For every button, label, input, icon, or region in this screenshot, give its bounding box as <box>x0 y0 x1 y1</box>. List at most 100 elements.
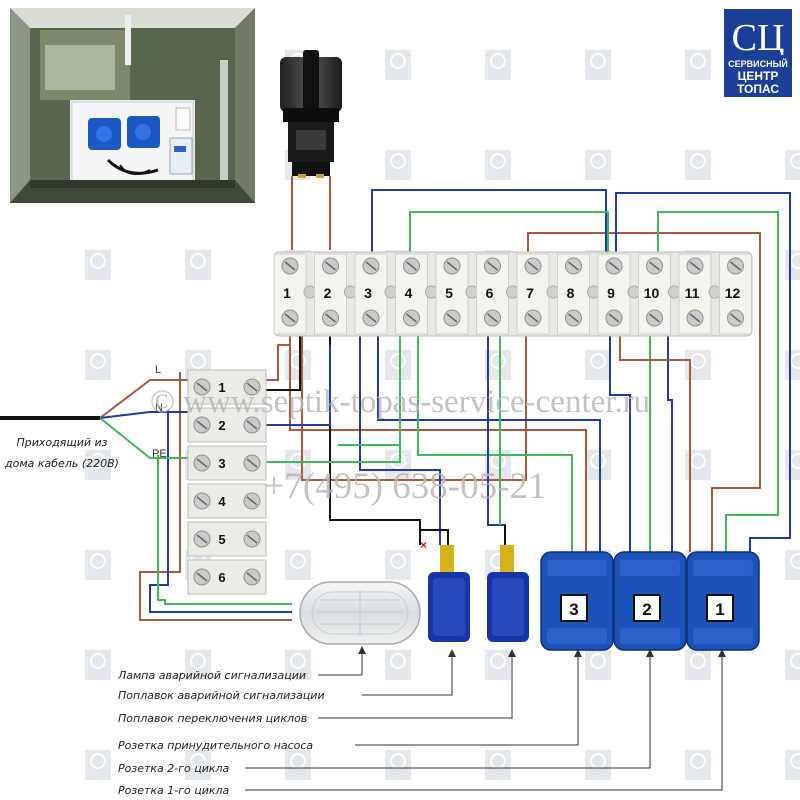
watermark-logo <box>785 550 800 580</box>
terminal-number: 2 <box>324 285 332 301</box>
sockets: 3 2 1 <box>540 551 760 651</box>
watermark-logo <box>785 150 800 180</box>
caption-socket-2: Розетка 2-го цикла <box>118 762 230 775</box>
input-terminal-number: 6 <box>218 570 225 585</box>
watermark-logo <box>685 150 711 180</box>
terminal-5: 5 <box>435 253 479 335</box>
input-terminal-number: 2 <box>218 418 225 433</box>
socket-3: 3 <box>540 551 614 651</box>
watermark-logo <box>385 50 411 80</box>
socket-number: 2 <box>642 600 651 619</box>
watermark-logo <box>685 350 711 380</box>
watermark-logo <box>85 750 111 780</box>
watermark-logo <box>385 750 411 780</box>
input-terminal-6: 6 <box>187 559 267 595</box>
watermark-logo <box>485 650 511 680</box>
terminal-number: 5 <box>445 285 453 301</box>
terminal-number: 1 <box>283 285 291 301</box>
rotary-switch <box>280 50 342 178</box>
terminal-10: 10 <box>638 253 681 335</box>
caption-leaders <box>245 652 723 791</box>
watermark-logo <box>685 750 711 780</box>
cycle-float <box>487 545 529 642</box>
input-terminal-4: 4 <box>187 483 267 519</box>
watermark-logo <box>185 750 211 780</box>
caption-pump-socket: Розетка принудительного насоса <box>118 739 313 752</box>
socket-2: 2 <box>613 551 687 651</box>
socket-1: 1 <box>686 551 760 651</box>
watermark-logo <box>585 450 611 480</box>
terminal-2: 2 <box>314 253 357 335</box>
caption-cycle-float: Поплавок переключения циклов <box>118 712 307 725</box>
logo-line1: СЕРВИСНЫЙ <box>728 58 788 69</box>
wire-label-pe: PE <box>152 448 167 460</box>
terminal-number: 3 <box>364 285 372 301</box>
terminal-number: 9 <box>607 285 615 301</box>
input-terminal-1: 1 <box>187 369 267 405</box>
input-terminal-number: 4 <box>218 494 226 509</box>
watermark-logo <box>785 450 800 480</box>
input-terminal-5: 5 <box>187 521 267 557</box>
terminal-12: 12 <box>719 253 752 335</box>
red-marker: × <box>420 538 427 552</box>
terminal-9: 9 <box>597 253 641 335</box>
terminal-7: 7 <box>516 253 560 335</box>
logo-line3: ТОПАС <box>737 82 779 96</box>
watermark-url: © www.septik-topas-service-center.ru <box>150 384 650 420</box>
watermark-logo <box>285 350 311 380</box>
terminal-number: 6 <box>486 285 494 301</box>
watermark-logo <box>485 50 511 80</box>
watermark-logo <box>285 650 311 680</box>
terminal-number: 10 <box>644 285 660 301</box>
watermark-logo <box>385 550 411 580</box>
watermark-phone: +7(495) 638-05-21 <box>264 466 547 507</box>
brand-logo: СЦ СЕРВИСНЫЙ ЦЕНТР ТОПАС <box>720 5 796 99</box>
caption-arrows <box>358 646 726 657</box>
watermark-logo <box>785 250 800 280</box>
caption-socket-1: Розетка 1-го цикла <box>118 784 230 797</box>
watermark-logo <box>285 750 311 780</box>
caption-alarm-float: Поплавок аварийной сигнализации <box>118 689 325 702</box>
watermark-logo <box>85 650 111 680</box>
terminal-number: 11 <box>685 285 700 301</box>
terminal-number: 4 <box>405 285 413 301</box>
wires <box>0 176 791 621</box>
terminal-1: 1 <box>273 253 317 335</box>
watermark-logo <box>285 450 311 480</box>
input-terminal-block: 1 2 3 4 5 6 <box>187 369 267 595</box>
watermark-logo <box>585 350 611 380</box>
caption-lamp: Лампа аварийной сигнализации <box>117 669 306 682</box>
terminal-4: 4 <box>395 253 438 335</box>
watermark-logo <box>785 750 800 780</box>
cable-caption-line1: Приходящий из <box>16 436 107 449</box>
watermark-logo <box>485 350 511 380</box>
watermark-logo <box>185 250 211 280</box>
alarm-float <box>428 545 470 642</box>
septic-unit-photo <box>10 8 255 203</box>
cable-caption-line2: дома кабель (220В) <box>4 457 119 470</box>
alarm-lamp <box>299 581 421 645</box>
watermark-logo <box>285 550 311 580</box>
watermark-logo <box>85 250 111 280</box>
watermark-logo <box>685 50 711 80</box>
watermark-logo <box>385 650 411 680</box>
input-terminal-3: 3 <box>187 445 267 481</box>
logo-line2: ЦЕНТР <box>738 69 779 83</box>
watermark-logo <box>485 750 511 780</box>
wire-label-n: N <box>155 402 163 414</box>
watermark-logo <box>685 650 711 680</box>
terminal-number: 12 <box>725 285 741 301</box>
watermark-logo <box>185 650 211 680</box>
socket-number: 3 <box>569 600 578 619</box>
terminal-11: 11 <box>678 253 722 335</box>
watermark-logo <box>685 450 711 480</box>
input-terminal-number: 1 <box>218 380 225 395</box>
watermark-logo <box>785 350 800 380</box>
watermark-logo <box>385 150 411 180</box>
watermark-logo <box>585 650 611 680</box>
terminal-number: 7 <box>526 285 534 301</box>
terminal-3: 3 <box>354 253 398 335</box>
terminal-8: 8 <box>557 253 600 335</box>
watermark-logo <box>85 550 111 580</box>
